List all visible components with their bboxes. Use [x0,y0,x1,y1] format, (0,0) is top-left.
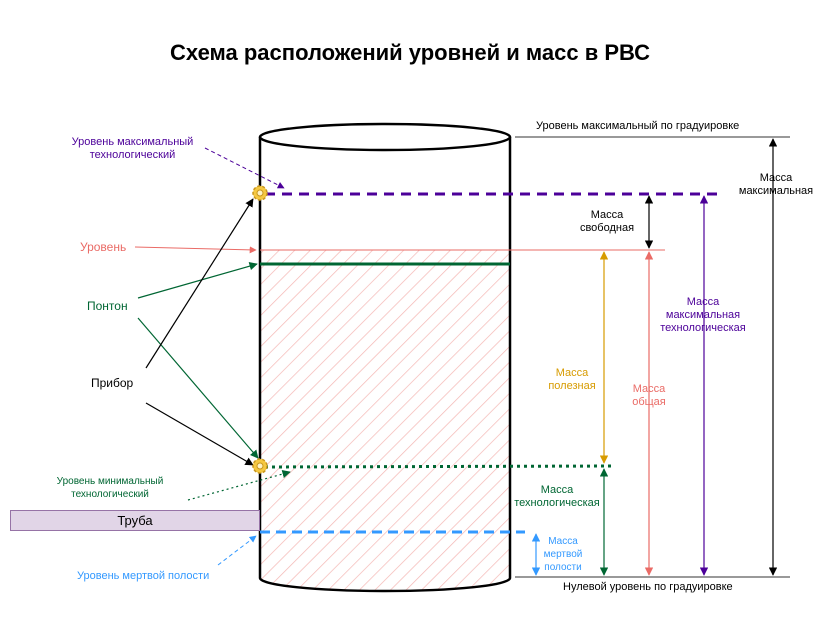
label-mass-tech: Масса технологическая [514,484,600,509]
label-pontoon: Понтон [87,299,128,313]
label-mass-dead: Масса мертвой полости [543,536,583,573]
gear-icon [252,458,268,474]
label-mass-total: Масса общая [632,383,666,408]
label-level: Уровень [80,240,127,254]
min-tech-line [264,464,616,469]
label-max-tech-level: Уровень максимальный технологический [71,136,194,161]
label-max-grad-level: Уровень максимальный по градуировке [536,120,740,132]
liquid-fill [260,250,510,592]
gear-icon [252,185,268,201]
pipe: Труба [10,510,260,531]
pontoon-pointer-top [137,262,258,299]
level-pointer [134,246,257,254]
label-device: Прибор [91,376,134,390]
label-dead-level: Уровень мертвой полости [77,570,210,582]
tank [258,122,512,593]
page-title: Схема расположений уровней и масс в РВС [170,40,650,65]
max-tech-pointer [204,147,285,189]
label-mass-max: Масса максимальная [738,172,814,197]
device-pointer-bottom [145,402,254,466]
label-mass-useful: Масса полезная [548,367,596,392]
device-pointer-top [145,198,254,369]
label-zero-level: Нулевой уровень по градуировке [563,581,733,593]
label-min-tech-level: Уровень минимальный технологический [56,476,164,500]
label-mass-max-tech: Масса максимальная технологическая [660,296,746,334]
pontoon-pointer-bottom [137,317,259,459]
dead-pointer [217,535,257,566]
label-mass-free: Масса свободная [579,209,635,234]
